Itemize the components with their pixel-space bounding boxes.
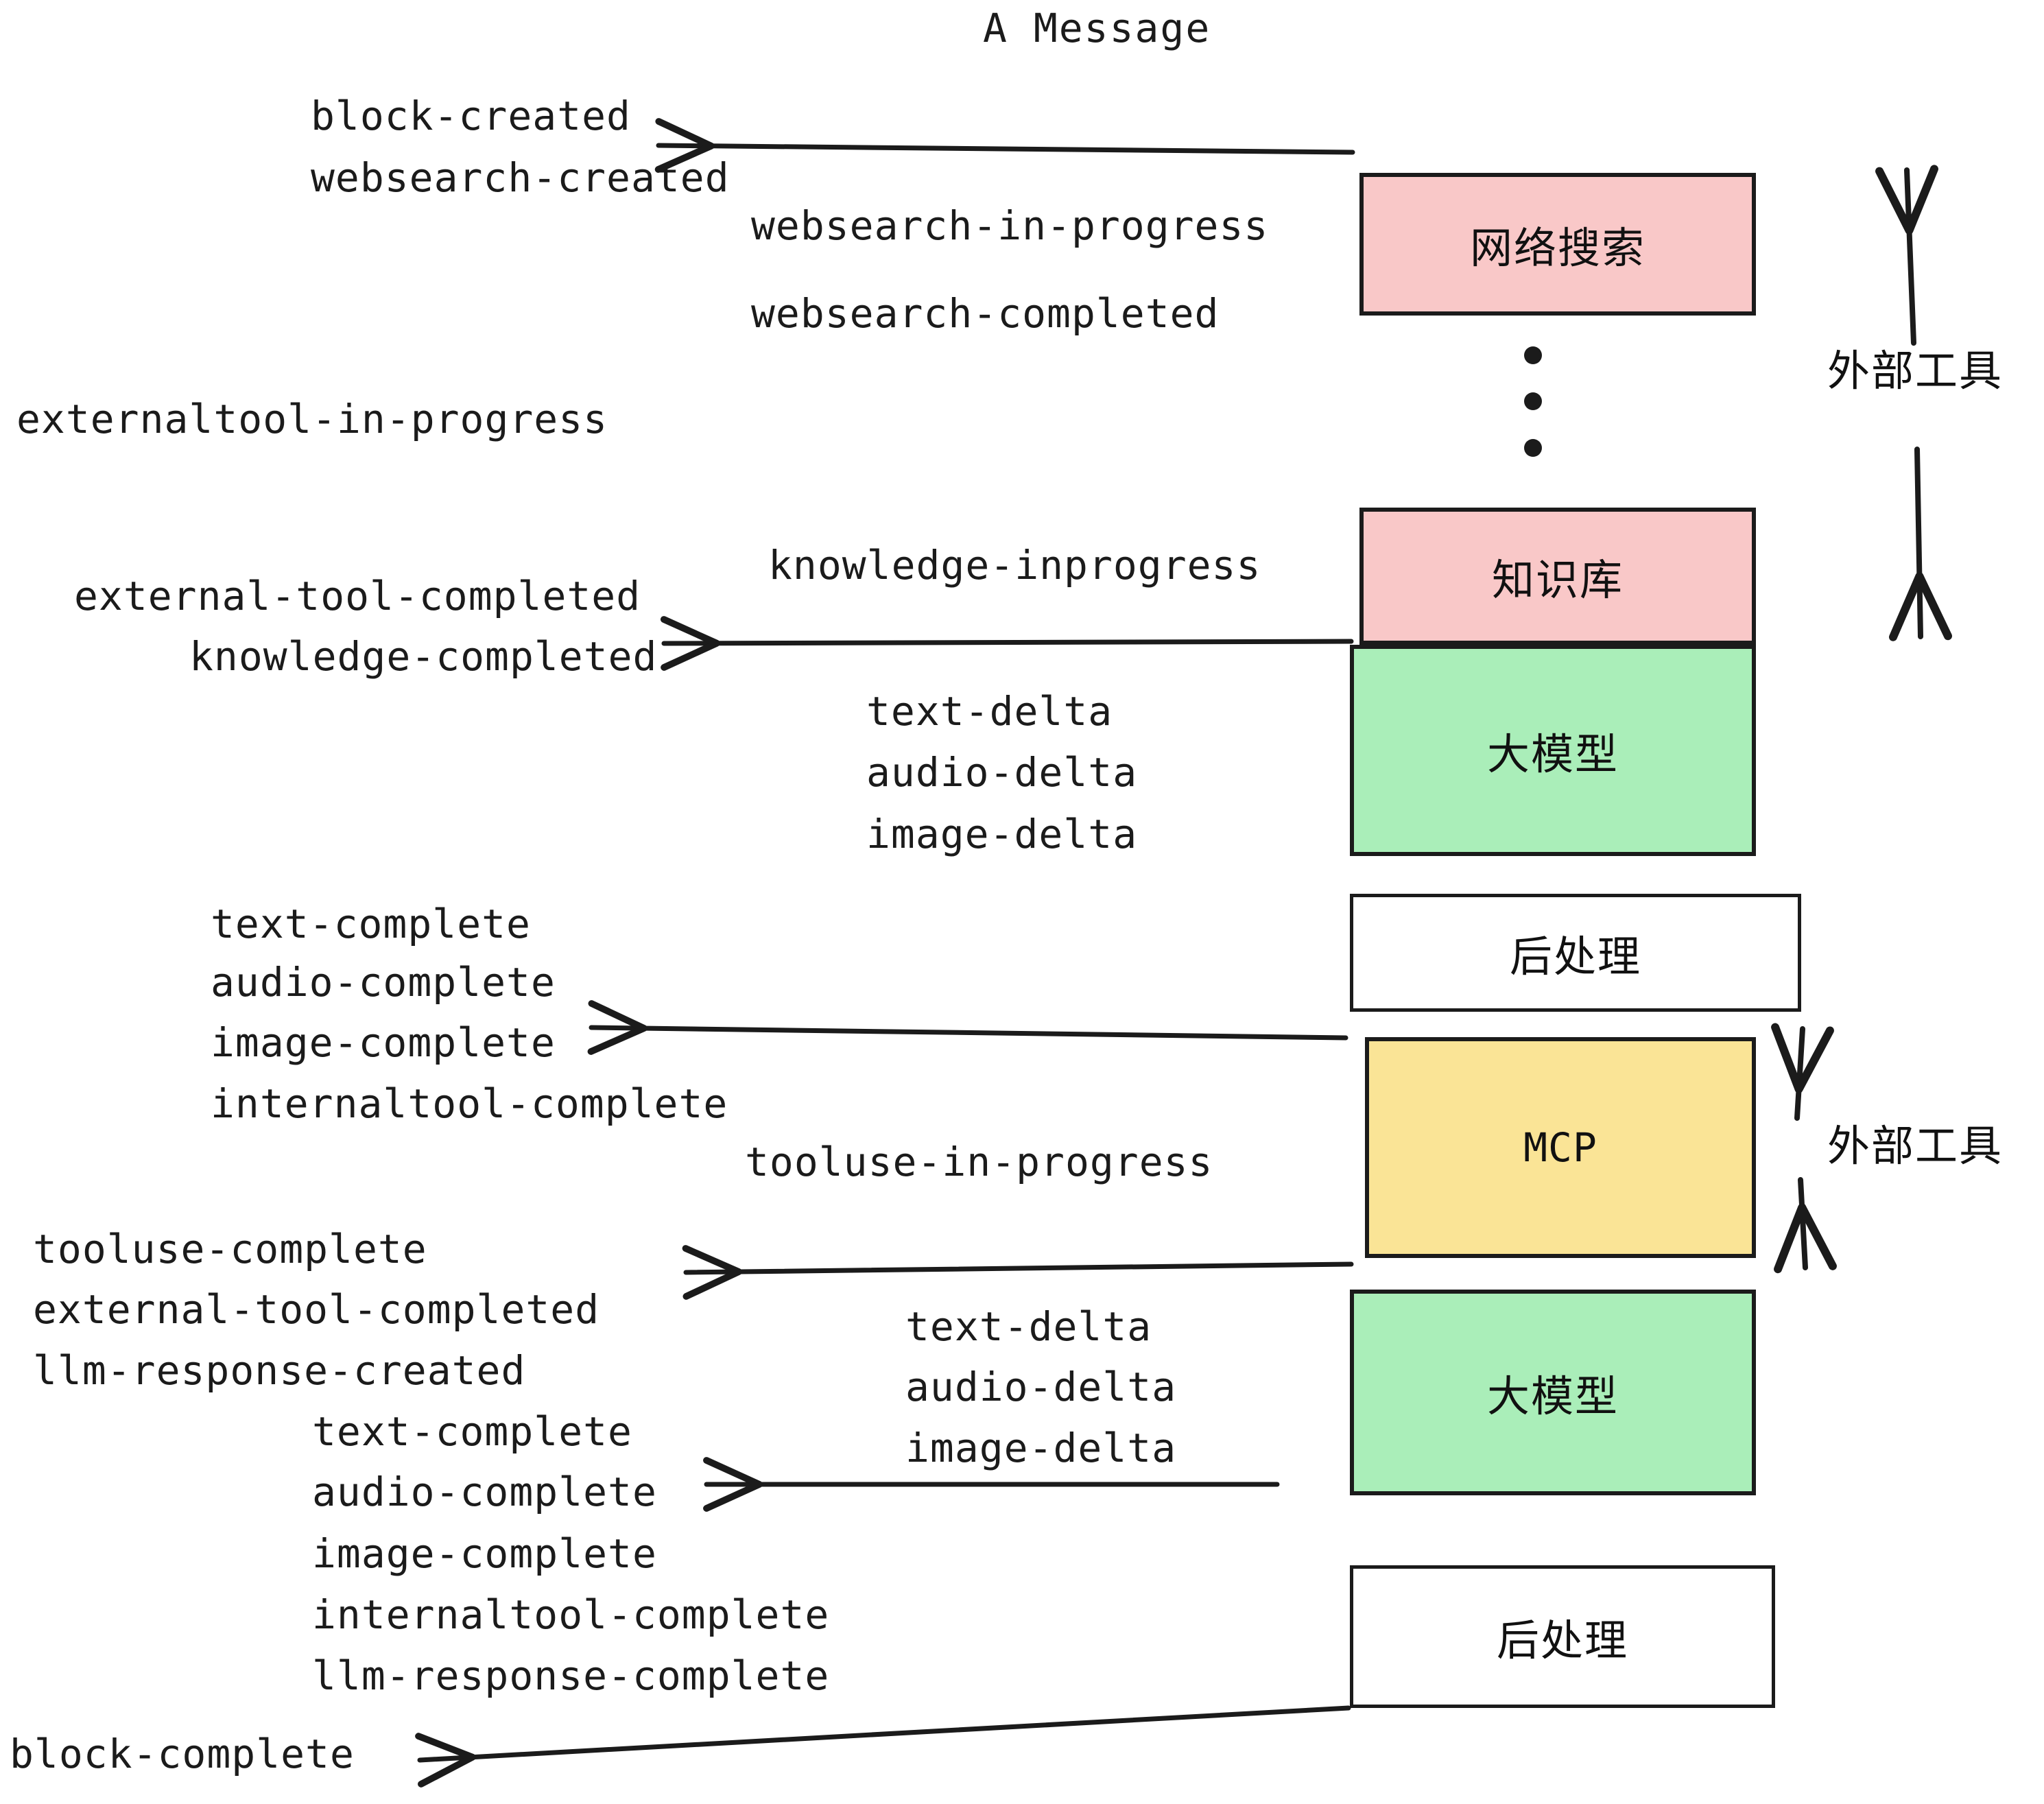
event-image-complete-2: image-complete [312, 1530, 657, 1577]
event-text-complete-1: text-complete [211, 901, 531, 947]
node-llm-1[interactable]: 大模型 [1350, 645, 1756, 856]
event-image-delta-2: image-delta [905, 1425, 1177, 1471]
node-postprocess-1[interactable]: 后处理 [1350, 894, 1801, 1012]
arrow-external-tool-up-bottom [1771, 1023, 1834, 1121]
event-internaltool-complete-2: internaltool-complete [312, 1591, 830, 1638]
node-knowledge[interactable]: 知识库 [1359, 508, 1756, 645]
event-internaltool-complete-1: internaltool-complete [211, 1080, 728, 1127]
ellipsis-dot-3 [1524, 439, 1542, 457]
event-knowledge-completed: knowledge-completed [189, 633, 658, 680]
arrow-external-tool-down-top [1889, 447, 1952, 641]
event-externaltool-in-progress: externaltool-in-progress [16, 396, 608, 442]
event-websearch-completed: websearch-completed [751, 290, 1220, 337]
page-title: A Message [983, 5, 1211, 51]
event-llm-response-created: llm-response-created [33, 1347, 526, 1394]
event-block-created: block-created [311, 93, 631, 139]
event-audio-complete-1: audio-complete [211, 959, 556, 1006]
event-llm-response-complete: llm-response-complete [312, 1652, 830, 1699]
event-external-tool-completed-2: external-tool-completed [33, 1286, 600, 1333]
side-label-external-tool-top: 外部工具 [1827, 346, 2004, 396]
event-audio-delta-1: audio-delta [866, 749, 1138, 796]
event-block-complete: block-complete [10, 1731, 355, 1777]
node-knowledge-label: 知识库 [1491, 555, 1624, 605]
arrow-knowledge-to-completed [660, 616, 1354, 671]
arrow-websearch-to-created [654, 118, 1355, 173]
event-image-delta-1: image-delta [866, 811, 1138, 857]
side-label-external-tool-bottom: 外部工具 [1827, 1121, 2004, 1171]
node-llm-1-label: 大模型 [1486, 729, 1619, 779]
event-knowledge-inprogress: knowledge-inprogress [768, 542, 1261, 589]
node-mcp[interactable]: MCP [1365, 1037, 1756, 1258]
arrow-post2-to-block-complete [415, 1705, 1351, 1788]
node-postprocess-2[interactable]: 后处理 [1350, 1565, 1775, 1708]
arrow-mcp-to-tooluse-complete [682, 1245, 1354, 1300]
event-audio-complete-2: audio-complete [312, 1469, 657, 1515]
node-mcp-label: MCP [1523, 1124, 1597, 1171]
node-websearch[interactable]: 网络搜索 [1359, 173, 1756, 316]
arrow-post1-to-image-complete [587, 1000, 1348, 1055]
arrow-external-tool-up-top [1875, 165, 1938, 346]
node-llm-2-label: 大模型 [1486, 1371, 1619, 1421]
event-tooluse-complete: tooluse-complete [33, 1226, 427, 1272]
event-image-complete-1: image-complete [211, 1019, 556, 1066]
event-text-delta-2: text-delta [905, 1303, 1152, 1350]
event-tooluse-in-progress: tooluse-in-progress [745, 1139, 1213, 1185]
event-text-complete-2: text-complete [312, 1408, 632, 1455]
event-text-delta-1: text-delta [866, 688, 1113, 735]
event-external-tool-completed-1: external-tool-completed [74, 573, 641, 619]
node-llm-2[interactable]: 大模型 [1350, 1290, 1756, 1495]
node-postprocess-1-label: 后处理 [1509, 931, 1641, 982]
ellipsis-dot-1 [1524, 346, 1542, 364]
ellipsis-dot-2 [1524, 392, 1542, 410]
node-postprocess-2-label: 后处理 [1496, 1615, 1628, 1665]
event-websearch-created: websearch-created [311, 154, 730, 201]
node-websearch-label: 网络搜索 [1469, 223, 1645, 273]
arrow-external-tool-down-bottom [1774, 1177, 1837, 1274]
event-audio-delta-2: audio-delta [905, 1364, 1177, 1410]
event-websearch-in-progress: websearch-in-progress [751, 202, 1269, 249]
